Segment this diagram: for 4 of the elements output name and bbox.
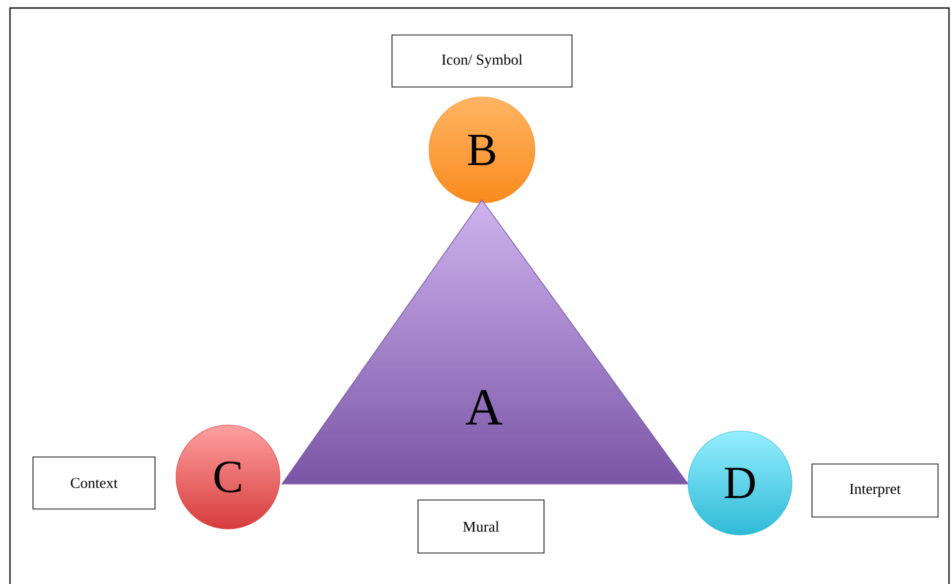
text-box: Mural xyxy=(418,500,544,554)
text-box: Icon/ Symbol xyxy=(392,34,572,88)
text-box: Context xyxy=(32,456,156,510)
text-box: Interpret xyxy=(812,464,938,518)
